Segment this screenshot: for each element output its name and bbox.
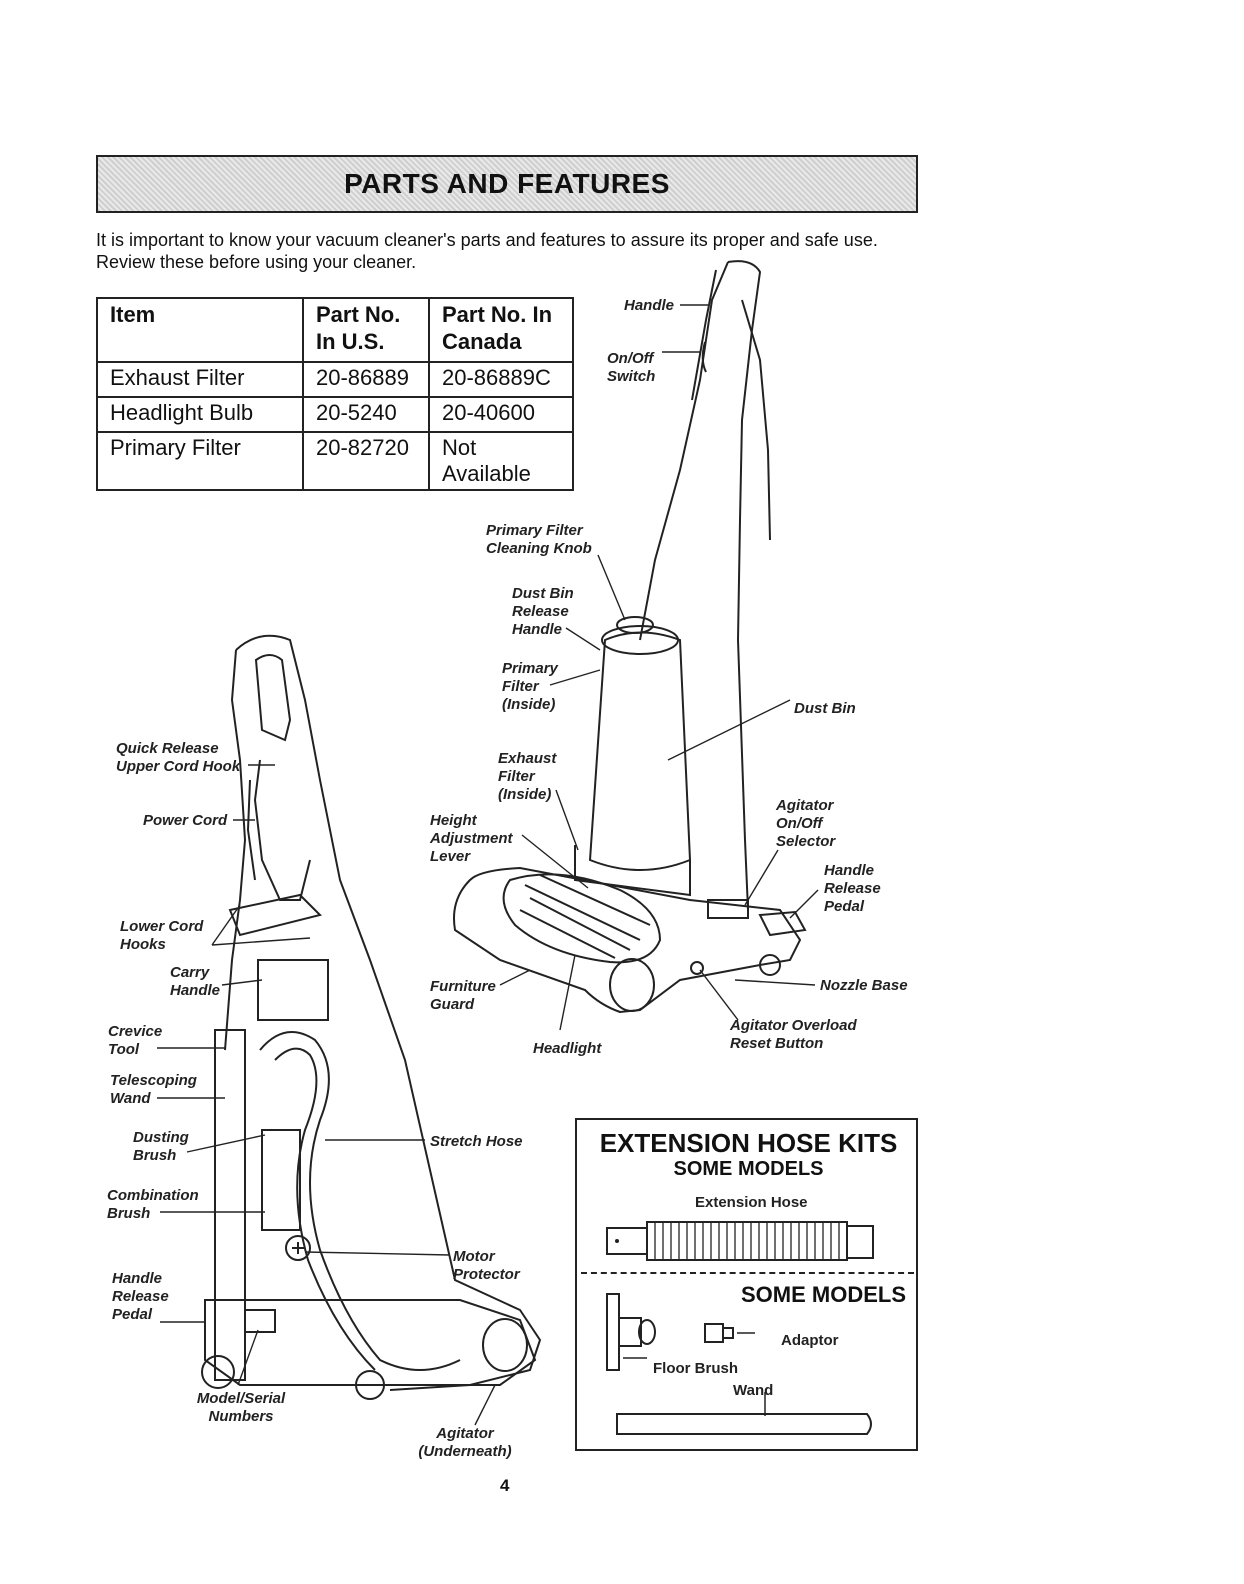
page-title: PARTS AND FEATURES bbox=[344, 168, 670, 199]
kits-subtitle: SOME MODELS bbox=[673, 1158, 824, 1180]
label-dust-bin-release-handle: Dust Bin Release Handle bbox=[512, 585, 574, 638]
label-combination-brush: Combination Brush bbox=[107, 1187, 199, 1222]
table-row: Primary Filter 20-82720 Not Available bbox=[96, 431, 574, 491]
label-stretch-hose: Stretch Hose bbox=[430, 1133, 523, 1150]
label-telescoping-wand: Telescoping Wand bbox=[110, 1072, 197, 1107]
extension-hose-drawing bbox=[605, 1218, 885, 1266]
label-power-cord: Power Cord bbox=[143, 812, 228, 829]
label-height-adjustment-lever: Height Adjustment Lever bbox=[430, 812, 513, 865]
label-crevice-tool: Crevice Tool bbox=[108, 1023, 163, 1058]
label-adaptor: Adaptor bbox=[781, 1332, 839, 1349]
header-item: Item bbox=[96, 297, 304, 363]
header-part-canada: Part No. In Canada bbox=[428, 297, 574, 363]
table-row: Exhaust Filter 20-86889 20-86889C bbox=[96, 361, 574, 398]
label-extension-hose: Extension Hose bbox=[695, 1194, 808, 1211]
leader-lines bbox=[157, 305, 818, 1425]
label-dusting-brush: Dusting Brush bbox=[133, 1129, 189, 1164]
table-cell: 20-86889C bbox=[428, 361, 574, 398]
label-on-off-switch: On/Off Switch bbox=[607, 350, 656, 385]
label-lower-cord-hooks: Lower Cord Hooks bbox=[120, 918, 204, 953]
label-motor-protector: Motor Protector bbox=[453, 1248, 520, 1283]
kits-divider bbox=[581, 1272, 914, 1274]
label-carry-handle: Carry Handle bbox=[170, 964, 221, 999]
label-handle: Handle bbox=[624, 297, 675, 314]
label-exhaust-filter-inside: Exhaust Filter (Inside) bbox=[498, 750, 557, 803]
extension-hose-kits-box: EXTENSION HOSE KITS SOME MODELS Extensio… bbox=[575, 1118, 918, 1451]
kits-title: EXTENSION HOSE KITS bbox=[599, 1128, 898, 1158]
page-number: 4 bbox=[500, 1476, 510, 1495]
table-header-row: Item Part No. In U.S. Part No. In Canada bbox=[96, 297, 574, 363]
intro-paragraph: It is important to know your vacuum clea… bbox=[96, 230, 878, 272]
label-wand: Wand bbox=[733, 1382, 774, 1399]
table-cell: 20-86889 bbox=[302, 361, 430, 398]
table-cell: Headlight Bulb bbox=[96, 396, 304, 433]
label-headlight: Headlight bbox=[533, 1040, 602, 1057]
table-cell: 20-40600 bbox=[428, 396, 574, 433]
label-handle-release-pedal-right: Handle Release Pedal bbox=[824, 862, 881, 915]
accessories-drawing bbox=[597, 1288, 897, 1446]
label-nozzle-base: Nozzle Base bbox=[820, 977, 908, 994]
table-row: Headlight Bulb 20-5240 20-40600 bbox=[96, 396, 574, 433]
label-furniture-guard: Furniture Guard bbox=[430, 978, 496, 1013]
upright-vacuum-front-drawing bbox=[454, 261, 805, 1012]
table-cell: Exhaust Filter bbox=[96, 361, 304, 398]
table-cell: Not Available bbox=[428, 431, 574, 491]
table-cell: Primary Filter bbox=[96, 431, 304, 491]
header-part-us: Part No. In U.S. bbox=[302, 297, 430, 363]
kits-subtitle-2: SOME MODELS bbox=[740, 1282, 906, 1307]
label-agitator-underneath: Agitator (Underneath) bbox=[418, 1425, 512, 1460]
label-floor-brush: Floor Brush bbox=[653, 1360, 738, 1377]
label-primary-filter-cleaning-knob: Primary Filter Cleaning Knob bbox=[486, 522, 592, 557]
label-agitator-overload-reset-button: Agitator Overload Reset Button bbox=[730, 1017, 857, 1052]
label-primary-filter-inside: Primary Filter (Inside) bbox=[502, 660, 558, 713]
section-banner: PARTS AND FEATURES bbox=[96, 155, 918, 213]
upright-vacuum-side-drawing bbox=[202, 636, 540, 1399]
label-handle-release-pedal-left: Handle Release Pedal bbox=[112, 1270, 169, 1323]
table-cell: 20-5240 bbox=[302, 396, 430, 433]
label-quick-release-upper-cord-hook: Quick Release Upper Cord Hook bbox=[116, 740, 241, 775]
label-agitator-on-off-selector: Agitator On/Off Selector bbox=[776, 797, 836, 850]
label-dust-bin: Dust Bin bbox=[794, 700, 856, 717]
parts-table: Item Part No. In U.S. Part No. In Canada… bbox=[96, 297, 574, 491]
table-cell: 20-82720 bbox=[302, 431, 430, 491]
label-model-serial-numbers: Model/Serial Numbers bbox=[196, 1390, 286, 1425]
